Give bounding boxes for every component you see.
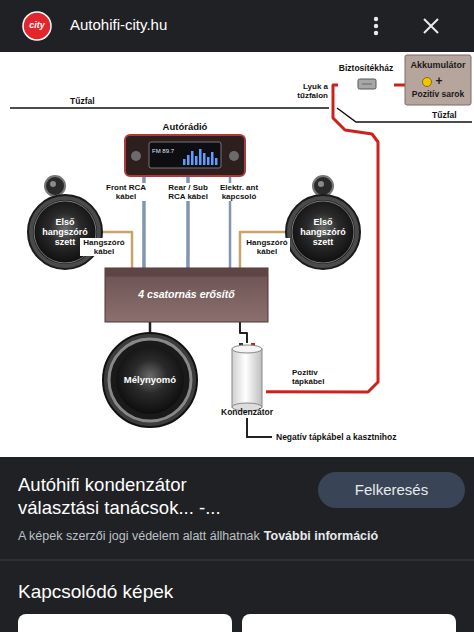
text-label: Tűzfal [70,96,95,106]
tweeter-dome [50,181,56,187]
text-label: Lyuk a tűzfalon [282,82,328,100]
fuse-strip [362,84,372,85]
negative-cable [247,418,272,437]
text-label: Kapcsolódó képek [18,580,173,603]
cable-label: Pozitív tápkábel [292,368,336,386]
related-thumbnail [18,614,232,632]
node-text: Mélynyomó [102,374,198,385]
speaker-rim [28,195,102,269]
cable-label: Rear / Sub RCA kábel [160,183,216,201]
subwoofer-frame [103,333,197,427]
visit-button: Felkeresés [318,472,465,508]
radio-knob [131,151,141,161]
amplifier-box: 4 csatornás erősítő [105,268,268,322]
fuse-body [358,79,376,89]
wire [394,83,405,86]
firewall-line [337,108,472,122]
equalizer-bar [199,149,202,165]
node-text: Autórádió [125,121,245,132]
subwoofer: Mélynyomó [102,332,198,428]
speaker-rim [286,195,360,269]
radio-display [149,142,221,168]
text-label: Autohifi-city.hu [70,16,167,34]
menu-dot [374,31,378,35]
node-text: Akkumulátor [405,60,471,70]
capacitor-top [232,345,262,353]
battery-terminal [423,78,432,87]
text-label: Negatív tápkábel a kasztnihoz [276,432,396,442]
speaker-cone [291,200,355,264]
fuse-holder: Biztosítékház [338,63,394,93]
tweeter [45,176,65,196]
equalizer-bar [211,152,214,165]
wire [240,322,247,343]
node-text: FM 89.7 [152,148,184,155]
equalizer-bar [183,159,186,165]
equalizer-bar [187,155,190,165]
node-text: Felkeresés [318,481,465,498]
node-outline [228,343,266,418]
menu-dot [374,17,378,21]
wire [149,322,152,332]
node-text: 4 csatornás erősítő [105,288,268,300]
node-text: + [433,74,445,88]
site-logo [23,12,51,40]
diagram-area [0,52,474,457]
amplifier-top [106,269,268,277]
equalizer-bar [215,158,218,165]
capacitor-body [232,349,262,407]
text-label: A képek szerzői jogi védelem alatt állha… [18,529,260,544]
equalizer-bar [191,151,194,165]
speaker-ring [292,201,354,263]
text-label: city [23,20,51,31]
close-icon [424,19,438,33]
menu-dot [374,24,378,28]
car-radio: Autórádió FM 89.7 [125,121,245,176]
battery-box: Akkumulátor +Pozitív sarok [405,55,471,105]
speaker-set: Első hangszóró szett [27,194,103,270]
node-text: Kondenzátor [214,407,280,417]
cable-label: Hangszóró kábel [80,238,128,256]
node-text: Pozitív sarok [405,89,471,99]
text-label: Tűzfal [432,110,457,120]
related-thumbnail [242,614,456,632]
equalizer-bar [203,153,206,165]
text-label: További információ [264,529,378,544]
tweeter [313,176,333,196]
speaker-set: Első hangszóró szett [285,194,361,270]
divider [0,560,474,561]
node-text: Biztosítékház [332,63,400,73]
equalizer-bar [207,157,210,165]
equalizer-bar [195,156,198,165]
tweeter-dome [318,181,324,187]
radio-body [125,135,245,176]
cable-label: Hangszóró kábel [244,238,290,256]
result-title: Autóhifi kondenzátor választási tanácsok… [18,473,263,519]
firewall-line [10,107,329,109]
node-text: Első hangszóró szett [300,217,346,247]
cable-label: Elektr. ant kapcsoló [213,183,265,201]
amplifier-body [105,268,268,322]
battery-body [405,55,471,105]
capacitor: Kondenzátor [228,343,266,418]
cable-label: Front RCA kábel [100,183,152,201]
radio-knob [229,151,239,161]
